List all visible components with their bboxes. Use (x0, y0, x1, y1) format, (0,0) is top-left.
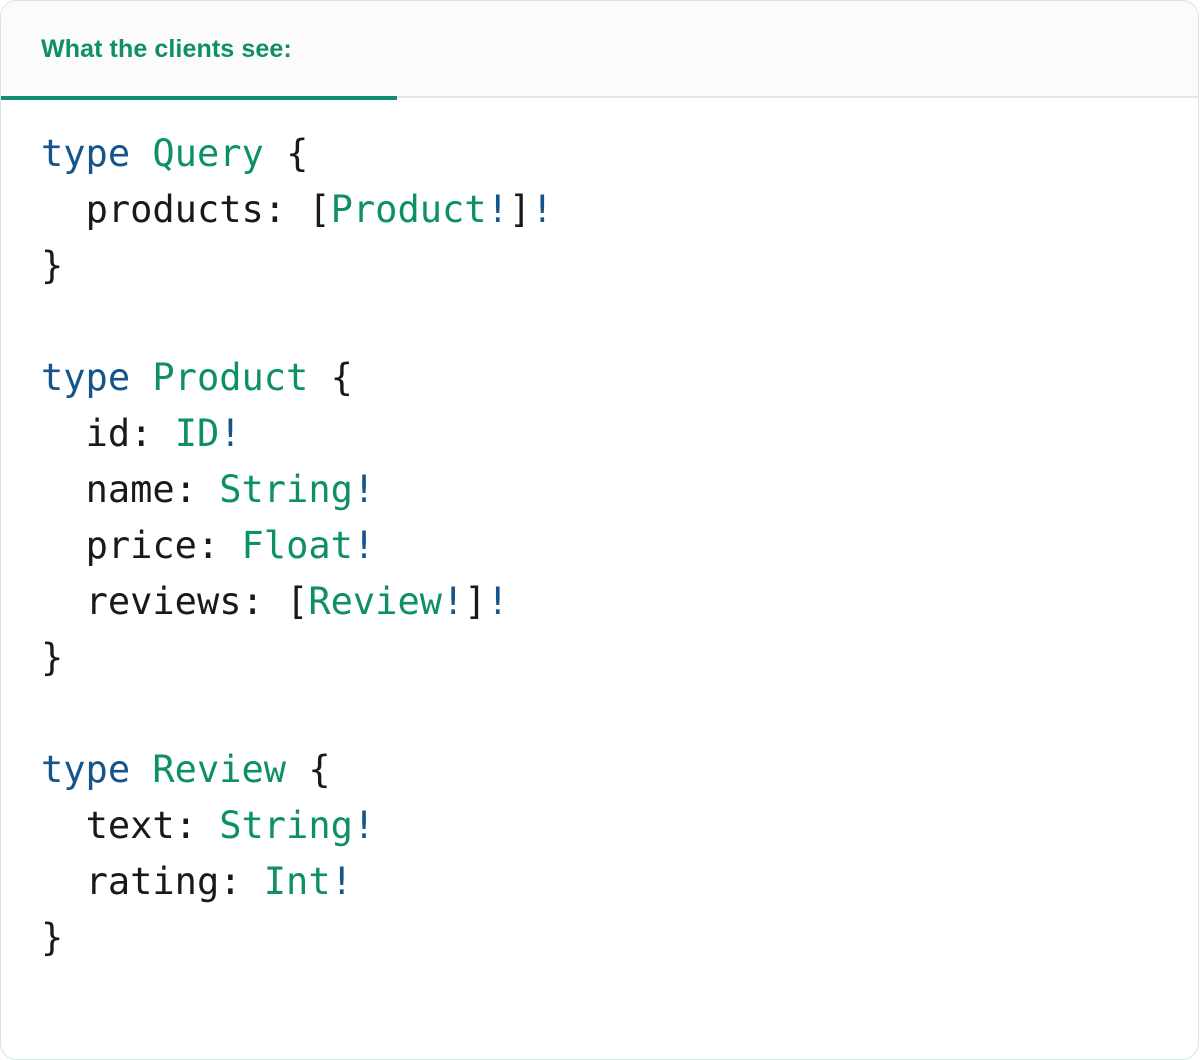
code-non-null: ! (219, 412, 242, 455)
code-field-type: String (219, 804, 353, 847)
code-close-brace: } (41, 916, 64, 959)
code-colon: : (241, 580, 264, 623)
active-tab-underline (1, 96, 397, 100)
code-close-brace: } (41, 636, 64, 679)
code-open-brace: { (286, 132, 309, 175)
code-non-null: ! (486, 580, 509, 623)
code-keyword-type: type (41, 748, 131, 791)
graphql-schema-code: type Query { products: [Product!]! } typ… (1, 126, 1198, 966)
code-field-type: Int (263, 860, 331, 903)
code-colon: : (263, 188, 287, 231)
code-field-name: id (85, 412, 131, 455)
code-field-name: text (85, 804, 175, 847)
code-type-name: Query (152, 132, 264, 175)
code-open-bracket: [ (308, 188, 331, 231)
tab-what-the-clients-see[interactable]: What the clients see: (1, 1, 397, 100)
code-close-brace: } (41, 244, 64, 287)
code-colon: : (174, 468, 197, 511)
code-field-name: price (85, 524, 197, 567)
code-field-name: reviews (85, 580, 242, 623)
code-close-bracket: ] (508, 188, 532, 231)
code-field-type: Float (241, 524, 353, 567)
code-type-name: Product (152, 356, 309, 399)
code-open-brace: { (330, 356, 353, 399)
code-keyword-type: type (41, 356, 131, 399)
code-field-type: ID (174, 412, 220, 455)
tab-label: What the clients see: (41, 35, 292, 63)
code-non-null: ! (486, 188, 509, 231)
code-keyword-type: type (41, 132, 131, 175)
code-area: type Query { products: [Product!]! } typ… (1, 98, 1198, 966)
code-open-bracket: [ (286, 580, 309, 623)
code-field-type: Product (330, 188, 487, 231)
tab-bar: What the clients see: (1, 1, 1198, 100)
code-non-null: ! (330, 860, 353, 903)
code-close-bracket: ] (464, 580, 487, 623)
code-non-null: ! (352, 468, 376, 511)
code-type-name: Review (152, 748, 287, 791)
code-open-brace: { (308, 748, 331, 791)
code-non-null: ! (442, 580, 465, 623)
code-field-type: Review (308, 580, 442, 623)
code-non-null: ! (352, 804, 376, 847)
code-colon: : (130, 412, 153, 455)
code-field-name: rating (85, 860, 220, 903)
code-field-type: String (219, 468, 353, 511)
code-field-name: products (85, 188, 264, 231)
code-colon: : (196, 524, 220, 567)
code-non-null: ! (352, 524, 376, 567)
code-colon: : (174, 804, 197, 847)
code-colon: : (219, 860, 242, 903)
code-field-name: name (85, 468, 175, 511)
code-non-null: ! (531, 188, 554, 231)
